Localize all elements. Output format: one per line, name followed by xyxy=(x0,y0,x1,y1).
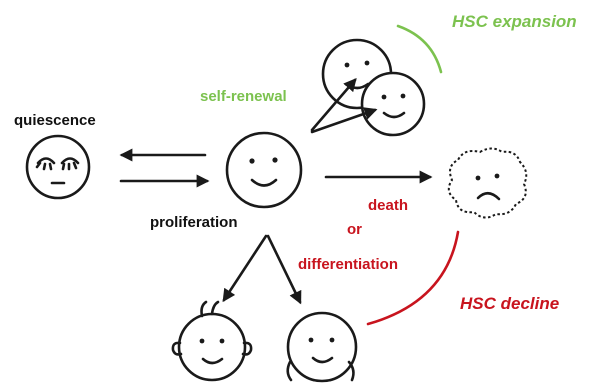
hsc-expansion-arc xyxy=(396,24,443,74)
differentiated-cell-right xyxy=(286,311,358,383)
arrow-differentiation-left xyxy=(222,234,268,303)
arrow-self-renewal-1 xyxy=(310,78,357,132)
central-hsc-cell xyxy=(225,131,303,209)
differentiated-cell-left xyxy=(171,300,253,382)
label-proliferation: proliferation xyxy=(150,214,238,231)
arrow-differentiation-right xyxy=(266,234,302,305)
label-differentiation: differentiation xyxy=(298,256,398,273)
label-quiescence: quiescence xyxy=(14,112,96,129)
label-death: death xyxy=(368,197,409,214)
label-self-renewal: self-renewal xyxy=(200,88,287,105)
self-renewal-cell-front xyxy=(360,71,426,137)
hsc-decline-arc xyxy=(366,230,460,326)
arrow-self-renewal-2 xyxy=(310,107,378,134)
label-or: or xyxy=(347,221,362,238)
quiescent-cell xyxy=(25,134,91,200)
dying-cell xyxy=(447,147,528,219)
label-hsc-decline: HSC decline xyxy=(460,294,560,313)
label-hsc-expansion: HSC expansion xyxy=(452,12,577,31)
